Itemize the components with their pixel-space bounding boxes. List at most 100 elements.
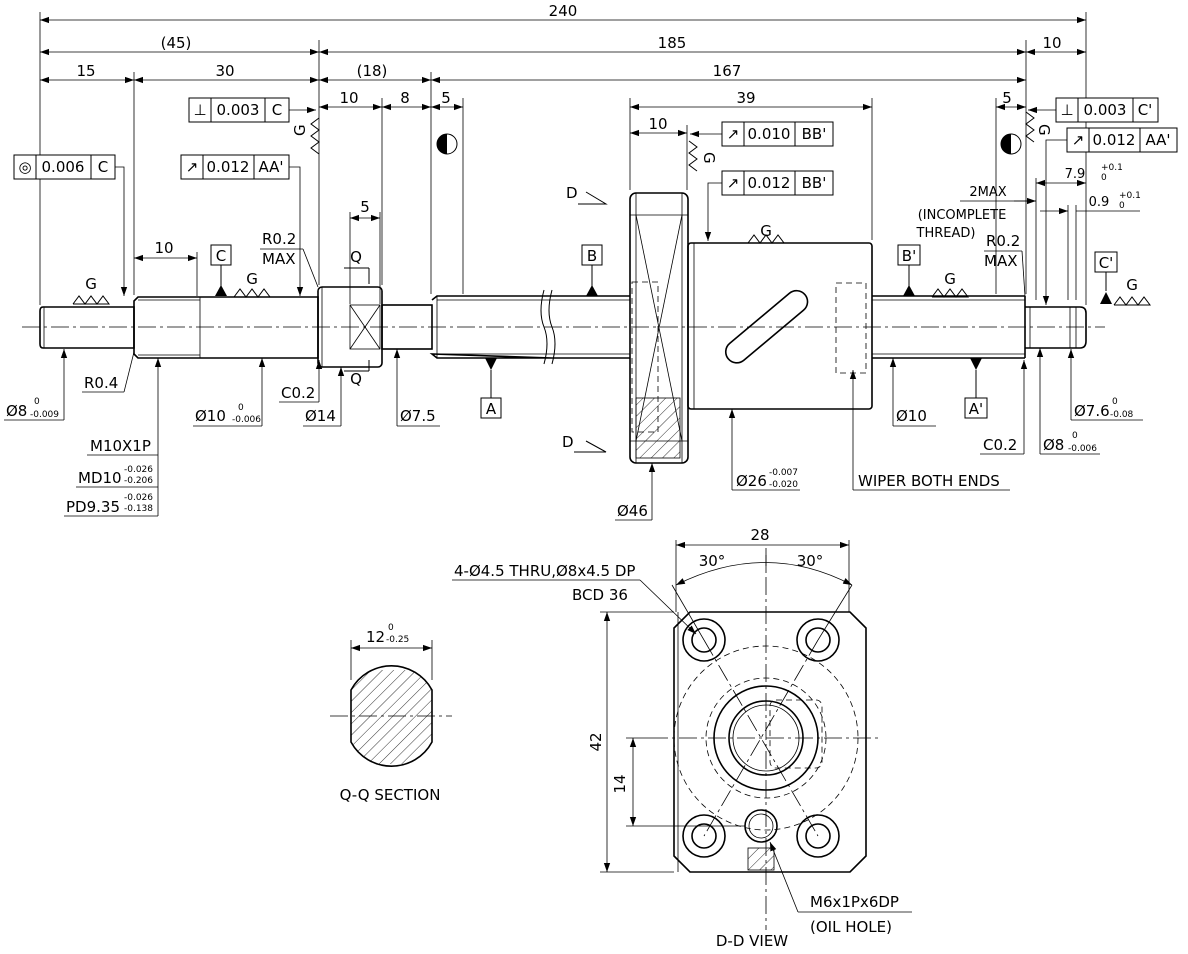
- svg-text:G: G: [700, 152, 718, 164]
- svg-text:0: 0: [1072, 431, 1078, 441]
- dia10-left: Ø10: [195, 407, 226, 425]
- mount-hole-tl: [682, 618, 726, 662]
- frame-concentricity: ◎ 0.006 C: [13, 154, 128, 296]
- dim-0-9-tol-lower: 0: [1119, 201, 1125, 211]
- label-d-top: D: [566, 184, 578, 202]
- label-max-left: MAX: [262, 250, 295, 268]
- left-journal: [39, 306, 135, 349]
- finish-g-end: G: [1113, 276, 1151, 306]
- finish-g-left: G: [72, 275, 110, 305]
- svg-text:-0.206: -0.206: [124, 476, 153, 486]
- frame-runout-bb-nut: ↗ 0.012 BB': [704, 170, 834, 241]
- datum-c-prime: C': [1094, 251, 1118, 304]
- svg-text:-0.007: -0.007: [769, 468, 798, 478]
- return-slot: [724, 289, 809, 364]
- dd-bcd-note: BCD 36: [572, 586, 628, 604]
- journal-symbol-left: [436, 133, 458, 155]
- dia10-right: Ø10: [896, 407, 927, 425]
- dim-18: (18): [357, 62, 388, 80]
- svg-text:AA': AA': [1145, 131, 1170, 149]
- svg-text:↗: ↗: [727, 174, 740, 192]
- svg-text:↗: ↗: [1072, 131, 1085, 149]
- frame-runout-bb-top: ↗ 0.010 BB': [690, 121, 834, 147]
- neck: [381, 304, 433, 350]
- svg-text:-0.006: -0.006: [232, 415, 261, 425]
- dim-185: 185: [658, 34, 687, 52]
- svg-text:-0.006: -0.006: [1068, 444, 1097, 454]
- svg-text:G: G: [944, 270, 956, 288]
- finish-g-flange: G: [688, 140, 718, 172]
- dd-dim-42: 42: [587, 732, 605, 751]
- svg-text:0.012: 0.012: [748, 174, 791, 192]
- svg-text:↗: ↗: [727, 125, 740, 143]
- svg-text:BB': BB': [802, 125, 827, 143]
- label-c02-right: C0.2: [983, 436, 1017, 454]
- qq-section-shape: [350, 665, 433, 767]
- svg-text:C': C': [1138, 101, 1153, 119]
- dim-7-9-tol-upper: +0.1: [1101, 163, 1123, 173]
- svg-text:0.012: 0.012: [1093, 131, 1136, 149]
- svg-text:◎: ◎: [18, 158, 31, 176]
- mount-hole-tr: [796, 618, 840, 662]
- svg-text:A': A': [969, 400, 983, 418]
- top-dimensions: 240 (45) 185 10 15 30 (18) 167 10 8 5 39…: [39, 2, 1141, 305]
- gdt-frames: ◎ 0.006 C ↗ 0.012 AA' ⊥ 0.003 C ↗: [13, 97, 1178, 305]
- dim-45: (45): [161, 34, 192, 52]
- svg-text:B: B: [587, 247, 597, 265]
- datum-a: A: [480, 358, 502, 419]
- dim-2max: 2MAX: [969, 185, 1006, 200]
- dim-30: 30: [215, 62, 234, 80]
- thread-section: [133, 296, 319, 359]
- svg-text:-0.020: -0.020: [769, 480, 798, 490]
- svg-text:0: 0: [1112, 397, 1118, 407]
- qq-title: Q-Q SECTION: [340, 786, 441, 804]
- datum-b-prime: B': [897, 244, 921, 296]
- dia8-left: Ø8: [6, 402, 27, 420]
- frame-runout-aa-left: ↗ 0.012 AA': [180, 154, 304, 296]
- oil-hole-hatch: [635, 397, 681, 459]
- dim-167: 167: [713, 62, 742, 80]
- svg-text:-0.026: -0.026: [124, 465, 153, 475]
- svg-text:⊥: ⊥: [1060, 101, 1073, 119]
- mount-hole-br: [796, 814, 840, 858]
- svg-text:C': C': [1099, 254, 1114, 272]
- note-incomplete: (INCOMPLETE: [918, 208, 1007, 223]
- dd-oil-note: (OIL HOLE): [810, 918, 892, 936]
- dia26: Ø26: [736, 472, 767, 490]
- label-wiper: WIPER BOTH ENDS: [858, 472, 1000, 490]
- svg-text:AA': AA': [258, 158, 283, 176]
- frame-runout-aa-right: ↗ 0.012 AA': [1042, 127, 1178, 305]
- svg-text:0.006: 0.006: [42, 158, 85, 176]
- dim-0-9: 0.9: [1089, 195, 1110, 210]
- dim-10-right: 10: [1042, 34, 1061, 52]
- svg-text:G: G: [760, 222, 772, 240]
- dd-oil-thread: M6x1Px6DP: [810, 893, 899, 911]
- svg-text:⊥: ⊥: [193, 101, 206, 119]
- dd-dim-28: 28: [750, 526, 769, 544]
- dd-angle-30-left: 30°: [699, 552, 726, 570]
- dd-view: 28 30° 30° 42 14 4-Ø4.5 THRU,Ø8x4.5 DP B…: [452, 526, 912, 950]
- dd-dim-14: 14: [611, 774, 629, 793]
- label-max-right: MAX: [984, 252, 1017, 270]
- svg-text:C: C: [98, 158, 108, 176]
- svg-text:0: 0: [34, 397, 40, 407]
- dim-5-flats: 5: [360, 198, 370, 216]
- svg-text:-0.026: -0.026: [124, 493, 153, 503]
- label-d-bottom: D: [562, 433, 574, 451]
- feature-labels: R0.2 MAX R0.2 MAX Q Q D D: [260, 184, 1026, 453]
- datum-a-prime: A': [964, 358, 988, 419]
- dim-39: 39: [736, 89, 755, 107]
- svg-text:-0.138: -0.138: [124, 504, 153, 514]
- dd-title: D-D VIEW: [716, 932, 788, 950]
- dim-10-thread: 10: [154, 239, 173, 257]
- svg-text:C: C: [272, 101, 282, 119]
- dim-7-9: 7.9: [1065, 167, 1086, 182]
- finish-g-right: G: [931, 270, 969, 298]
- svg-text:0: 0: [388, 623, 394, 633]
- label-c02-left: C0.2: [281, 384, 315, 402]
- datum-c: C: [210, 244, 232, 296]
- svg-text:0.012: 0.012: [207, 158, 250, 176]
- nut-body: [687, 242, 873, 410]
- finish-g-collar: G: [291, 117, 320, 155]
- frame-perpendicular-c: ⊥ 0.003 C: [188, 97, 316, 123]
